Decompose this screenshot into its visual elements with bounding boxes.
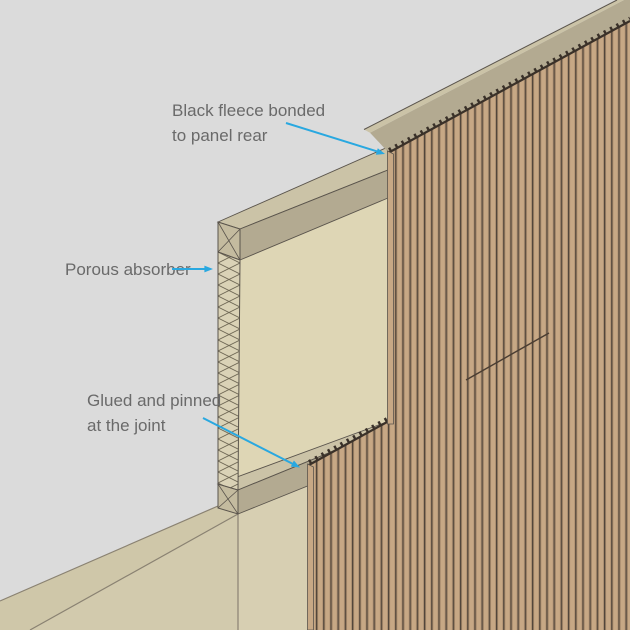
top-rail-end-cross <box>217 221 241 261</box>
label-joint-line1: Glued and pinned <box>87 391 221 410</box>
label-joint-line2: at the joint <box>87 416 166 435</box>
annotations: Black fleece bonded to panel rear Porous… <box>65 101 385 468</box>
arrow-absorber-head <box>204 265 213 273</box>
edge-slat-upper <box>387 150 394 425</box>
arrow-fleece-line <box>285 122 379 153</box>
lower-wall-joint-edge <box>29 513 239 630</box>
fleece-edge-lower <box>307 420 389 467</box>
label-fleece-line2: to panel rear <box>172 126 268 145</box>
panel-joint-line <box>465 332 550 381</box>
arrow-joint-line <box>202 417 294 465</box>
arrow-joint-head <box>290 460 300 468</box>
edge-slat-lower <box>307 463 314 630</box>
fleece-comb-top <box>388 16 630 152</box>
label-fleece-line1: Black fleece bonded <box>172 101 325 120</box>
porous-absorber-hatch <box>217 251 241 491</box>
cap-fascia <box>370 0 630 153</box>
cap-top-edge <box>363 0 618 130</box>
lower-wall-top-edge <box>0 505 219 602</box>
fleece-comb-lower <box>308 416 389 464</box>
rear-panel-face <box>218 198 388 484</box>
top-rail <box>216 146 389 261</box>
label-absorber: Porous absorber <box>65 260 191 279</box>
arrow-absorber <box>172 265 213 273</box>
lower-wall-wedge <box>0 506 238 630</box>
arrow-fleece <box>285 122 385 155</box>
arrow-joint <box>202 417 300 468</box>
arrow-fleece-head <box>375 148 385 155</box>
lower-wall-strip <box>238 484 308 630</box>
slatted-panel <box>307 16 630 630</box>
cap-band <box>363 0 630 153</box>
cap-top-strip <box>364 0 624 133</box>
bottom-rail-end-cross <box>217 483 239 515</box>
fleece-edge-top <box>387 20 630 154</box>
